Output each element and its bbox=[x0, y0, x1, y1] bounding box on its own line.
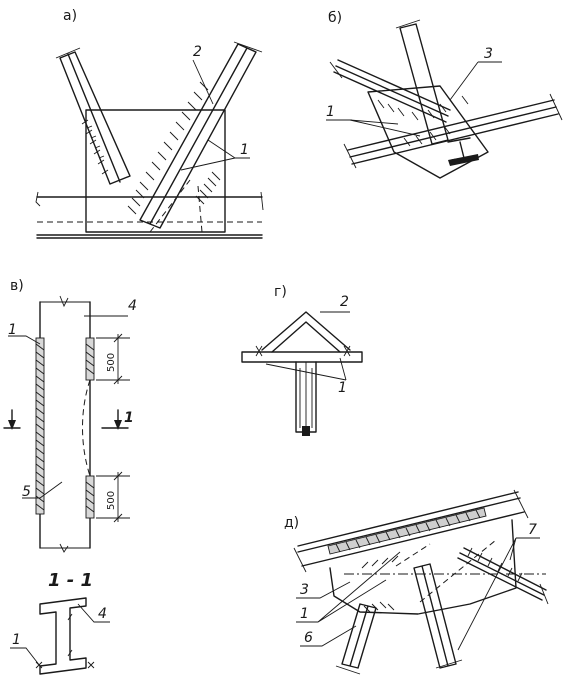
callout-v-1: 1 bbox=[8, 322, 17, 338]
cover-strip-hatch bbox=[335, 509, 481, 553]
weld-hatch-right-top bbox=[85, 343, 95, 375]
i-beam-section bbox=[39, 597, 87, 675]
dimension-bottom-value: 500 bbox=[106, 491, 117, 510]
section-title: 1 - 1 bbox=[48, 570, 93, 591]
weld-ticks-right-lower bbox=[195, 171, 221, 205]
dimension-top bbox=[96, 333, 130, 385]
leader-s-4 bbox=[77, 603, 110, 623]
leader-s-1 bbox=[10, 647, 41, 667]
section-arrow-left bbox=[8, 420, 16, 430]
dimension-bottom bbox=[96, 471, 130, 523]
gusset-plate-d bbox=[329, 519, 517, 615]
member-b-chord bbox=[347, 99, 559, 165]
section-marker-right-number: 1 bbox=[124, 410, 134, 426]
weld-ticks-right bbox=[127, 81, 209, 215]
column-ends bbox=[40, 301, 90, 549]
weld-strip-right-bottom bbox=[85, 475, 95, 519]
panel-d: д) 7 3 1 6 bbox=[284, 489, 549, 675]
member-d-lower-right bbox=[413, 563, 457, 669]
right-diagonal-brace bbox=[139, 43, 257, 229]
callout-v-4: 4 bbox=[128, 298, 137, 314]
member-d-right-break bbox=[539, 583, 549, 605]
section-1-1: 1 - 1 4 1 bbox=[10, 570, 110, 675]
leader-b-3 bbox=[449, 61, 502, 101]
member-d-lower-right-break bbox=[435, 659, 463, 669]
leader-d-3 bbox=[296, 581, 351, 599]
callout-d-6: 6 bbox=[304, 630, 313, 646]
panel-label-d: д) bbox=[284, 515, 299, 531]
angle-profile bbox=[261, 311, 351, 353]
weld-hatch-left bbox=[35, 343, 45, 511]
weld-ticks-b bbox=[377, 95, 469, 147]
right-diagonal-break bbox=[233, 41, 263, 53]
leader-a-2 bbox=[192, 59, 214, 105]
callout-g-1: 1 bbox=[338, 380, 347, 396]
panel-label-a: а) bbox=[63, 8, 77, 24]
weld-ticks-d-lower-left bbox=[363, 601, 395, 613]
callout-v-5: 5 bbox=[22, 484, 31, 500]
leader-d-6 bbox=[300, 625, 357, 647]
callout-d-3: 3 bbox=[300, 582, 309, 598]
weld-strip-left bbox=[35, 337, 45, 515]
hidden-edges-d bbox=[395, 539, 497, 603]
callout-g-2: 2 bbox=[340, 294, 349, 310]
member-b-chord-breaks bbox=[343, 93, 563, 169]
panel-v: в) 500 500 1 4 1 5 bbox=[3, 278, 137, 553]
leader-v-1 bbox=[8, 335, 41, 345]
leader-a-1 bbox=[180, 139, 250, 171]
bottom-chord bbox=[36, 196, 263, 239]
member-b-vertical-break bbox=[395, 19, 421, 29]
member-d-lower-left bbox=[341, 603, 377, 669]
panel-label-v: в) bbox=[10, 278, 24, 294]
top-chord-d bbox=[297, 491, 525, 567]
gusset-plate-b bbox=[367, 85, 489, 179]
tee-stem-inner bbox=[299, 362, 313, 428]
weld-ticks-left bbox=[81, 119, 109, 175]
callout-a-1: 1 bbox=[240, 142, 249, 158]
member-b-upper bbox=[333, 59, 451, 123]
left-diagonal-break bbox=[55, 47, 81, 59]
callout-s-1: 1 bbox=[12, 632, 21, 648]
member-b-vertical bbox=[399, 23, 449, 145]
panel-b: б) 3 1 bbox=[326, 10, 563, 179]
panel-label-b: б) bbox=[328, 10, 342, 26]
section-arrow-right bbox=[114, 420, 122, 430]
panel-a: а) 2 1 bbox=[35, 8, 264, 239]
skip-weld-hidden bbox=[82, 379, 91, 477]
dimension-top-value: 500 bbox=[106, 353, 117, 372]
callout-b-1: 1 bbox=[326, 104, 335, 120]
chord-break-marks bbox=[35, 191, 264, 211]
leader-v-5 bbox=[22, 481, 63, 499]
callout-a-2: 2 bbox=[193, 44, 202, 60]
callout-s-4: 4 bbox=[98, 606, 107, 622]
left-diagonal-brace bbox=[59, 51, 131, 185]
weld-hatch-right-bottom bbox=[85, 481, 95, 513]
callout-d-7: 7 bbox=[528, 522, 537, 538]
leader-g-1 bbox=[265, 357, 347, 381]
tee-flange bbox=[241, 351, 363, 363]
top-chord-breaks bbox=[293, 489, 529, 573]
gusset-plate bbox=[85, 109, 226, 233]
i-beam-fillets bbox=[67, 613, 73, 657]
leader-d-7 bbox=[457, 537, 540, 651]
callout-b-3: 3 bbox=[484, 46, 493, 62]
panel-g: г) 2 1 bbox=[241, 284, 363, 436]
g-weld-marks bbox=[255, 345, 351, 357]
weld-ticks-d-upper bbox=[361, 555, 399, 569]
hidden-edges-a bbox=[149, 179, 203, 233]
member-d-right bbox=[457, 547, 547, 601]
panel-label-g: г) bbox=[274, 284, 287, 300]
leader-b-1 bbox=[326, 119, 421, 137]
column-breaks bbox=[59, 295, 69, 553]
leader-d-1 bbox=[296, 551, 401, 623]
member-d-lower-left-break bbox=[335, 665, 361, 675]
callout-d-1: 1 bbox=[300, 606, 309, 622]
weld-ticks-d-right bbox=[467, 547, 523, 582]
member-b-upper-break bbox=[329, 61, 343, 79]
weld-strip-right-top bbox=[85, 337, 95, 381]
stem-weld-block bbox=[302, 426, 310, 436]
i-section-b-flange bbox=[448, 154, 479, 166]
